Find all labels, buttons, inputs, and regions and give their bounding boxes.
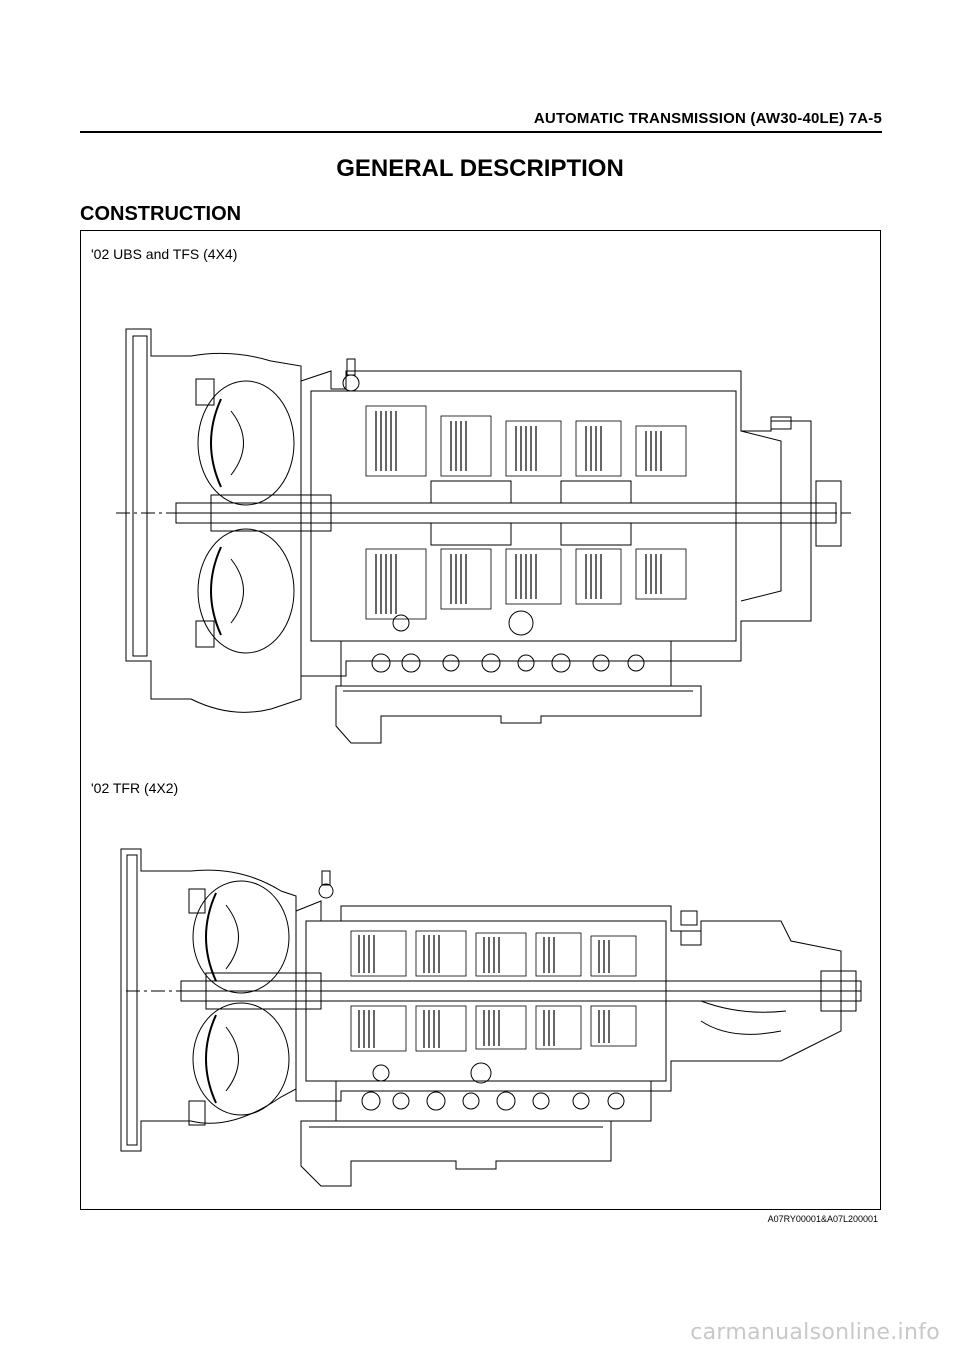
figure-label-4x4: '02 UBS and TFS (4X4) (91, 246, 238, 262)
figure-label-4x2: '02 TFR (4X2) (91, 780, 179, 796)
transmission-drawing-4x4 (116, 328, 851, 744)
transmission-drawing-4x2 (120, 848, 862, 1187)
watermark: carmanualsonline.info (690, 1320, 940, 1345)
subsection-title: CONSTRUCTION (80, 203, 242, 225)
transmission-drawings (116, 328, 862, 1187)
header-rule (80, 131, 882, 133)
figure-code: A07RY00001&A07L200001 (767, 1214, 878, 1224)
page-header-title: AUTOMATIC TRANSMISSION (AW30-40LE) 7A-5 (533, 110, 882, 127)
figure-frame: '02 UBS and TFS (4X4) '02 TFR (4X2) (80, 230, 881, 1210)
section-title: GENERAL DESCRIPTION (336, 155, 624, 182)
